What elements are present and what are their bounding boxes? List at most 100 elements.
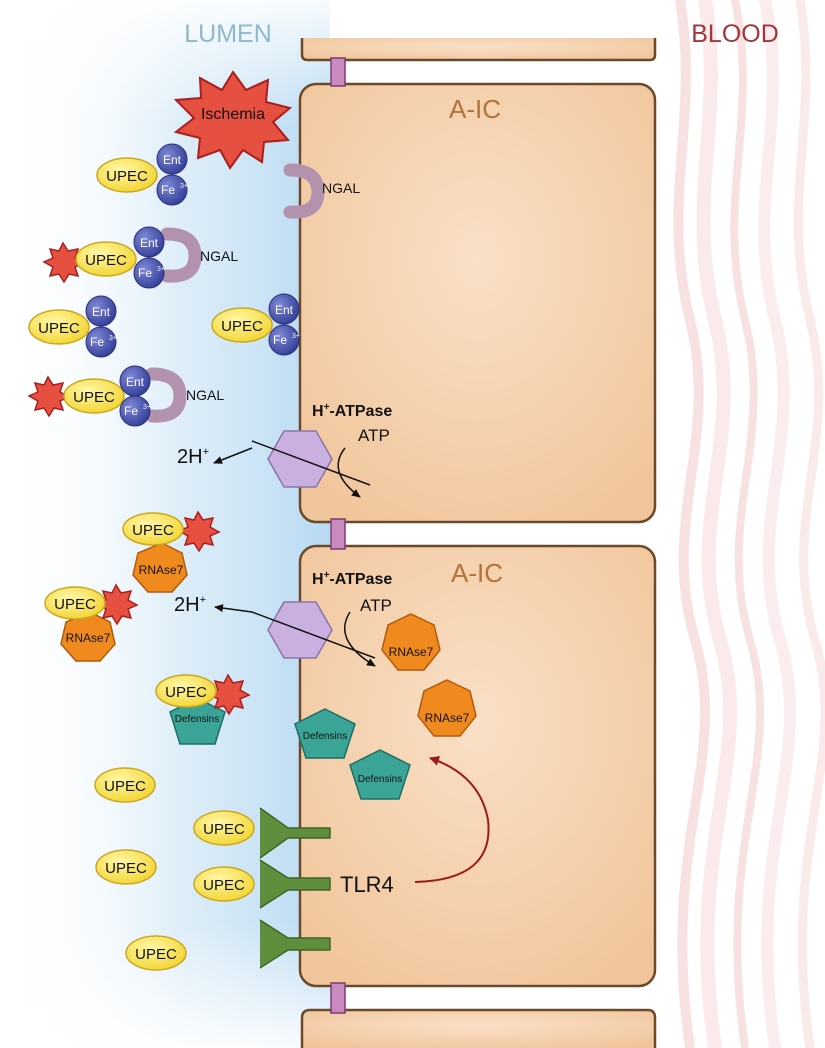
proton-label: 2H+ (177, 446, 209, 468)
fe-label: Fe (138, 266, 152, 280)
ngal-protein (160, 227, 202, 283)
upec-label: UPEC (85, 252, 127, 269)
upec-bacterium (75, 241, 137, 277)
blood-label: BLOOD (691, 20, 779, 48)
fe-charge: 3+ (157, 266, 165, 273)
upec-label: UPEC (165, 684, 207, 701)
enterobactin (133, 226, 165, 258)
atp-label: ATP (358, 426, 390, 445)
fe-label: Fe (161, 183, 175, 197)
rnase7-label: RNAse7 (425, 711, 470, 725)
ngal-label: NGAL (186, 387, 224, 403)
iron (85, 326, 117, 358)
ngal-membrane: NGAL (283, 163, 360, 219)
ischemia-label: Ischemia (201, 106, 265, 123)
tlr4-receptor-2 (259, 859, 331, 909)
defensins-label: Defensins (303, 731, 347, 742)
ent-label: Ent (92, 305, 111, 319)
ngal-label: NGAL (322, 180, 360, 196)
cell-above (300, 38, 657, 62)
upec-ent-fe-complex-3: UPEC Ent Fe 3+ (211, 293, 300, 356)
upec-rnase7-complex-1: RNAse7 UPEC (122, 510, 221, 593)
upec-label: UPEC (106, 168, 148, 185)
upec-label: UPEC (135, 946, 177, 963)
membrane-pass-line (251, 440, 371, 486)
upec-ent-fe-ngal-complex-1: UPEC Ent Fe 3+ NGAL (42, 226, 238, 289)
ngal-protein (145, 367, 187, 423)
atp-hydrolysis-arrow (337, 447, 361, 498)
fe-charge: 3+ (109, 335, 117, 342)
upec-bacterium (122, 512, 184, 546)
tight-junction-2 (330, 518, 346, 550)
upec-label: UPEC (38, 320, 80, 337)
fe-label: Fe (273, 333, 287, 347)
enterobactin (156, 143, 188, 175)
proton-efflux-arrow (214, 604, 253, 613)
upec-tlr4-bound-2: UPEC (193, 866, 255, 902)
cell-a-ic-top (298, 82, 657, 524)
upec-free-3: UPEC (125, 935, 187, 971)
fe-charge: 3+ (292, 333, 300, 340)
defensin-protein (169, 697, 226, 745)
upec-label: UPEC (104, 778, 146, 795)
upec-bacterium (155, 674, 217, 708)
upec-label: UPEC (105, 860, 147, 877)
iron (156, 174, 188, 206)
damage-star (207, 673, 251, 716)
upec-bacterium (63, 378, 125, 414)
defensin-intracellular-2: Defensins (349, 749, 411, 800)
fe-charge: 3+ (143, 404, 151, 411)
rnase7-protein (132, 542, 188, 593)
rnase7-intracellular-1: RNAse7 (381, 613, 441, 671)
tight-junction-3 (330, 982, 346, 1014)
h-atpase-pump-top: H+-ATPase ATP 2H+ (177, 402, 392, 498)
iron (119, 395, 151, 427)
damage-star (27, 375, 71, 418)
upec-bacterium (96, 157, 158, 193)
proton-label: 2H+ (174, 594, 206, 616)
rnase7-protein (60, 611, 116, 662)
h-atpase-pump-bottom: H+-ATPase ATP 2H+ (174, 570, 392, 667)
upec-defensin-complex: Defensins UPEC (155, 673, 251, 745)
ischemia-starburst: Ischemia (173, 70, 293, 170)
ent-label: Ent (275, 303, 294, 317)
rnase7-label: RNAse7 (66, 631, 111, 645)
iron (268, 324, 300, 356)
cell-label-bottom: A-IC (451, 558, 503, 588)
upec-ent-fe-complex-1: UPEC Ent Fe 3+ (96, 143, 188, 206)
cell-label-top: A-IC (449, 94, 501, 124)
rnase7-intracellular-2: RNAse7 (417, 679, 477, 737)
defensins-label: Defensins (175, 714, 219, 725)
defensin-intracellular-1: Defensins (294, 708, 356, 759)
upec-label: UPEC (132, 522, 174, 539)
tlr4-induction-arrow (414, 756, 490, 883)
upec-ent-fe-ngal-complex-2: UPEC Ent Fe 3+ NGAL (27, 365, 224, 427)
damage-star (177, 510, 221, 553)
upec-tlr4-bound-1: UPEC (193, 810, 255, 846)
upec-bacterium (28, 309, 90, 345)
upec-label: UPEC (203, 821, 245, 838)
damage-star (95, 583, 139, 626)
tight-junction-1 (330, 57, 346, 87)
enterobactin (268, 293, 300, 325)
lumen-label: LUMEN (184, 20, 272, 48)
ngal-label: NGAL (200, 248, 238, 264)
rnase7-label: RNAse7 (389, 645, 434, 659)
upec-free-2: UPEC (95, 849, 157, 885)
blood-vessel (673, 0, 825, 1048)
atp-hydrolysis-arrow (344, 611, 376, 667)
upec-free-1: UPEC (94, 767, 156, 803)
ent-label: Ent (126, 375, 145, 389)
upec-label: UPEC (54, 596, 96, 613)
defensins-label: Defensins (358, 774, 402, 785)
h-atpase-label: H+-ATPase (312, 402, 392, 420)
upec-ent-fe-complex-2: UPEC Ent Fe 3+ (28, 295, 117, 358)
ent-label: Ent (163, 153, 182, 167)
upec-label: UPEC (73, 389, 115, 406)
rnase7-label: RNAse7 (139, 563, 184, 577)
proton-efflux-arrow (213, 447, 253, 464)
upec-bacterium (44, 586, 106, 620)
ent-label: Ent (140, 236, 159, 250)
